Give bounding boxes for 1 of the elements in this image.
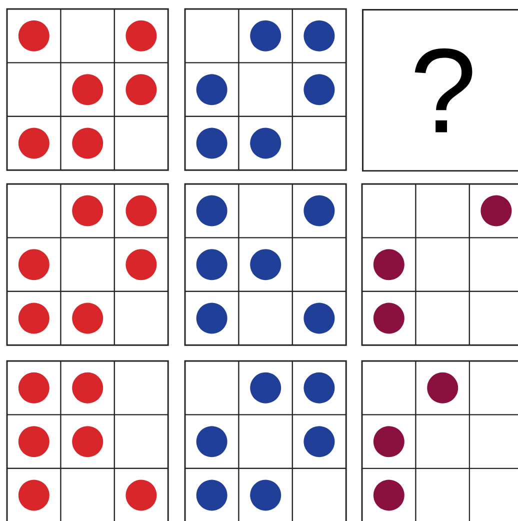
question-box: ? [362,9,518,172]
